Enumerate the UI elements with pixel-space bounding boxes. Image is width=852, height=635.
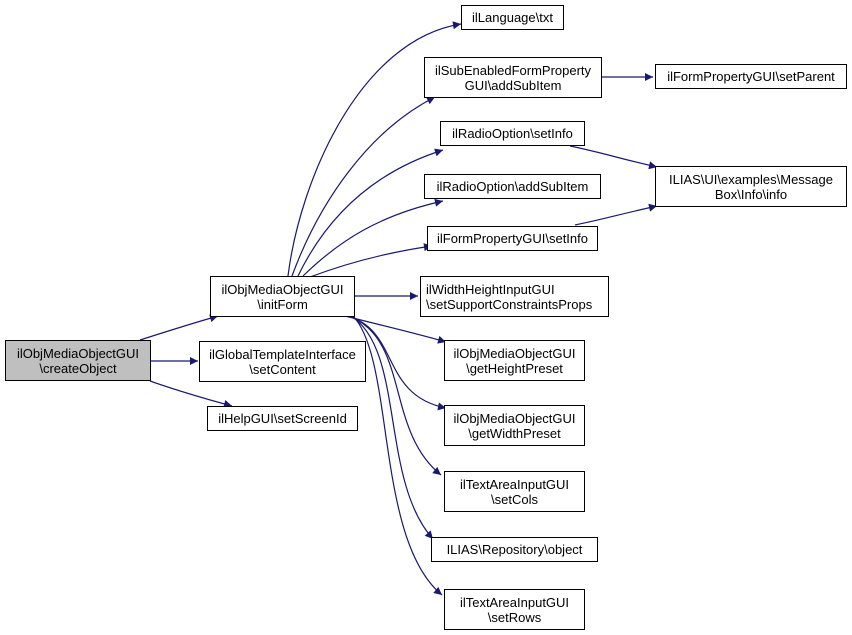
node-label: ilObjMediaObjectGUI (16, 345, 140, 361)
node-label: GUI\addSubItem (464, 77, 562, 93)
node-label: ilSubEnabledFormProperty (434, 62, 592, 78)
node-label: \setCols (491, 491, 538, 507)
edge-initForm-to-getHeightPreset (344, 315, 447, 344)
node-radioAddSubItem[interactable]: ilRadioOption\addSubItem (424, 174, 601, 199)
node-subEnabledAddSubItem[interactable]: ilSubEnabledFormProperty GUI\addSubItem (424, 57, 602, 98)
edge-initForm-to-repositoryObject (350, 315, 434, 540)
node-setCols[interactable]: ilTextAreaInputGUI \setCols (444, 471, 585, 512)
node-setSupportConstraintsProps[interactable]: ilWidthHeightInputGUI \setSupportConstra… (420, 276, 609, 317)
node-label: \setRows (487, 609, 542, 625)
node-label: ilFormPropertyGUI\setInfo (437, 231, 588, 246)
node-label: ILIAS\UI\examples\Message (668, 171, 834, 187)
node-messageBoxInfo[interactable]: ILIAS\UI\examples\Message Box\Info\info (655, 166, 847, 207)
node-label: ILIAS\Repository\object (446, 542, 583, 557)
node-label: \initForm (257, 296, 308, 312)
node-createObject: ilObjMediaObjectGUI \createObject (5, 340, 151, 381)
node-setParent[interactable]: ilFormPropertyGUI\setParent (655, 64, 847, 89)
edge-initForm-to-txt (287, 21, 462, 277)
node-label: ilObjMediaObjectGUI (453, 345, 576, 361)
edge-radioSetInfo-to-messageBoxInfo (569, 145, 658, 170)
node-label: \createObject (39, 360, 117, 376)
node-label: ilHelpGUI\setScreenId (218, 411, 347, 426)
node-label: ilRadioOption\addSubItem (436, 179, 589, 194)
node-label: \getHeightPreset (466, 360, 563, 376)
node-setContent[interactable]: ilGlobalTemplateInterface \setContent (199, 341, 366, 382)
node-radioSetInfo[interactable]: ilRadioOption\setInfo (440, 121, 585, 146)
node-repositoryObject[interactable]: ILIAS\Repository\object (431, 537, 598, 562)
node-label: ilObjMediaObjectGUI (221, 281, 344, 297)
edge-initForm-to-subEnabledAddSubItem (291, 96, 436, 277)
node-label: ilRadioOption\setInfo (452, 126, 573, 141)
edge-formPropSetInfo-to-messageBoxInfo (574, 203, 658, 226)
edge-initForm-to-formPropSetInfo (309, 243, 433, 278)
node-label: \setContent (249, 361, 316, 377)
node-label: Box\Info\info (714, 186, 788, 202)
node-label: ilLanguage\txt (472, 10, 553, 25)
node-label: ilFormPropertyGUI\setParent (667, 69, 835, 84)
node-setScreenId[interactable]: ilHelpGUI\setScreenId (207, 406, 358, 431)
node-label: ilTextAreaInputGUI (459, 476, 570, 492)
node-txt[interactable]: ilLanguage\txt (461, 5, 564, 30)
edge-initForm-to-radioSetInfo (297, 148, 444, 277)
edge-initForm-to-setRows (352, 315, 443, 596)
node-setRows[interactable]: ilTextAreaInputGUI \setRows (444, 589, 585, 630)
node-label: \setSupportConstraintsProps (426, 296, 593, 312)
node-getHeightPreset[interactable]: ilObjMediaObjectGUI \getHeightPreset (444, 340, 585, 381)
edge-createObject-to-initForm (139, 314, 219, 341)
edge-initForm-to-radioAddSubItem (302, 198, 444, 277)
edge-initForm-to-setCols (348, 315, 442, 476)
node-label: \getWidthPreset (468, 425, 561, 441)
node-label: ilObjMediaObjectGUI (453, 410, 576, 426)
node-label: ilWidthHeightInputGUI (426, 281, 555, 297)
node-label: ilGlobalTemplateInterface (209, 346, 356, 362)
node-initForm[interactable]: ilObjMediaObjectGUI \initForm (210, 276, 355, 317)
node-formPropSetInfo[interactable]: ilFormPropertyGUI\setInfo (427, 226, 598, 251)
node-getWidthPreset[interactable]: ilObjMediaObjectGUI \getWidthPreset (444, 405, 585, 446)
node-label: ilTextAreaInputGUI (459, 594, 570, 610)
edge-createObject-to-setScreenId (149, 380, 233, 408)
